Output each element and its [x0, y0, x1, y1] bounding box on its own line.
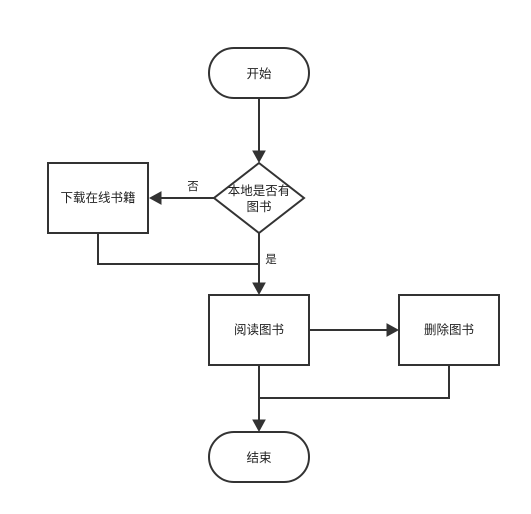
node-end[interactable]: 结束: [208, 431, 310, 483]
arrowhead-start-to-decision: [252, 150, 266, 164]
connectors: [97, 98, 450, 433]
edge-download-to-read: [97, 233, 259, 265]
download-process-shape: [47, 162, 149, 234]
read-process-shape: [208, 294, 310, 366]
end-label: 结束: [246, 450, 272, 465]
decision-label-line2: 图书: [246, 199, 271, 214]
edge-label-no: 否: [187, 179, 199, 193]
delete-process-shape: [398, 294, 500, 366]
edge-label-yes: 是: [265, 252, 277, 266]
download-label: 下载在线书籍: [60, 190, 135, 205]
read-label: 阅读图书: [234, 322, 284, 337]
start-label: 开始: [246, 66, 272, 81]
edge-delete-to-end: [259, 365, 450, 399]
arrowhead-read-to-delete: [386, 323, 400, 337]
decision-diamond-shape: [212, 161, 306, 235]
node-download[interactable]: 下载在线书籍: [47, 162, 149, 234]
node-read[interactable]: 阅读图书: [208, 294, 310, 366]
node-delete[interactable]: 删除图书: [398, 294, 500, 366]
end-terminator-shape: [208, 431, 310, 483]
delete-label: 删除图书: [424, 322, 474, 337]
node-decision-local-book[interactable]: 本地是否有 图书: [212, 161, 306, 235]
start-terminator-shape: [208, 47, 310, 99]
arrowhead-decision-to-read: [252, 282, 266, 296]
decision-label-line1: 本地是否有: [228, 183, 291, 198]
arrowhead-read-to-end: [252, 419, 266, 433]
arrowhead-decision-to-download: [148, 191, 162, 205]
node-start[interactable]: 开始: [208, 47, 310, 99]
